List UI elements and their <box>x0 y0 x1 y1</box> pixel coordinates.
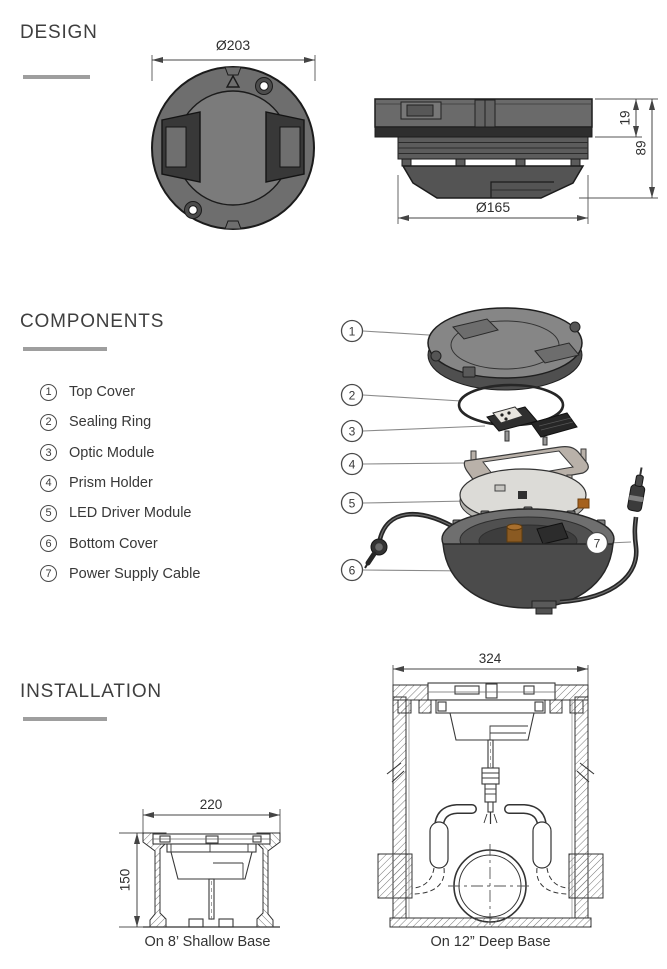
item-label: Power Supply Cable <box>69 565 201 582</box>
list-item: 7 Power Supply Cable <box>40 559 200 589</box>
list-item: 4 Prism Holder <box>40 468 200 498</box>
item-number-badge: 5 <box>40 504 57 522</box>
section-heading-installation: INSTALLATION <box>20 681 162 702</box>
svg-text:3: 3 <box>349 424 356 438</box>
list-item: 1 Top Cover <box>40 377 200 407</box>
list-item: 6 Bottom Cover <box>40 528 200 558</box>
item-label: Top Cover <box>69 384 136 401</box>
item-number-badge: 3 <box>40 444 57 462</box>
item-label: Bottom Cover <box>69 535 158 552</box>
deep-base-dimension: 324 <box>392 651 589 686</box>
conduit-left <box>411 804 477 895</box>
svg-text:7: 7 <box>594 536 601 550</box>
side-view-dimensions: 19 89 Ø165 <box>397 98 658 224</box>
callout-2: 2 <box>340 383 364 407</box>
item-label: Sealing Ring <box>69 414 152 431</box>
main-pipe <box>448 844 532 928</box>
section-heading-design: DESIGN <box>20 22 98 43</box>
list-item: 2 Sealing Ring <box>40 407 200 437</box>
callout-4: 4 <box>340 452 364 476</box>
exploded-bottom-cover <box>364 467 646 615</box>
svg-text:6: 6 <box>349 563 356 577</box>
callout-3: 3 <box>340 419 364 443</box>
list-item: 5 LED Driver Module <box>40 498 200 528</box>
item-label: LED Driver Module <box>69 505 192 522</box>
dim-shallow-height: 150 <box>118 869 133 892</box>
conduit-right <box>504 804 570 895</box>
deep-base-section <box>377 682 604 928</box>
side-view-body <box>374 98 593 199</box>
item-number-badge: 2 <box>40 413 57 431</box>
item-number-badge: 6 <box>40 535 57 553</box>
installation-rule <box>23 717 107 721</box>
list-item: 3 Optic Module <box>40 438 200 468</box>
deep-base-caption: On 12” Deep Base <box>430 934 551 950</box>
svg-text:5: 5 <box>349 496 356 510</box>
callout-1: 1 <box>340 319 364 343</box>
exploded-top-cover <box>427 307 583 391</box>
svg-text:2: 2 <box>349 388 356 402</box>
dim-lip-height: 19 <box>618 110 633 125</box>
side-pipe-left <box>377 853 413 899</box>
top-view-dimension: Ø203 <box>151 37 316 81</box>
callout-5: 5 <box>340 491 364 515</box>
shallow-base-dimensions: 220 150 <box>118 797 281 928</box>
side-pipe-right <box>568 853 604 899</box>
callout-6: 6 <box>340 558 364 582</box>
deep-base-drawing: 324 <box>377 651 604 928</box>
shallow-base-section <box>142 832 281 928</box>
dim-total-height: 89 <box>634 140 649 155</box>
exploded-optic-module <box>486 406 578 446</box>
dim-shallow-width: 220 <box>200 797 223 812</box>
section-heading-components: COMPONENTS <box>20 311 165 332</box>
design-rule <box>23 75 90 79</box>
components-rule <box>23 347 107 351</box>
top-view-drawing: Ø203 <box>151 37 316 230</box>
dim-top-diameter: Ø203 <box>216 37 250 53</box>
orientation-triangle-mark <box>225 74 241 88</box>
cable-connector-right <box>627 467 646 512</box>
parts-list: 1 Top Cover 2 Sealing Ring 3 Optic Modul… <box>40 377 200 589</box>
dim-deep-width: 324 <box>479 651 502 666</box>
shallow-base-caption: On 8’ Shallow Base <box>144 934 271 950</box>
top-cover-plan <box>151 66 315 230</box>
svg-text:4: 4 <box>349 457 356 471</box>
side-view-drawing: 19 89 Ø165 <box>374 98 658 224</box>
item-label: Prism Holder <box>69 475 153 492</box>
item-label: Optic Module <box>69 444 155 461</box>
item-number-badge: 1 <box>40 383 57 401</box>
callout-7: 7 <box>585 531 609 555</box>
svg-text:1: 1 <box>349 324 356 338</box>
exploded-view-drawing: 1 2 3 4 5 6 7 <box>340 307 646 615</box>
item-number-badge: 4 <box>40 474 57 492</box>
dim-body-diameter: Ø165 <box>476 199 510 215</box>
shallow-base-drawing: 220 150 <box>118 797 281 928</box>
item-number-badge: 7 <box>40 565 57 583</box>
